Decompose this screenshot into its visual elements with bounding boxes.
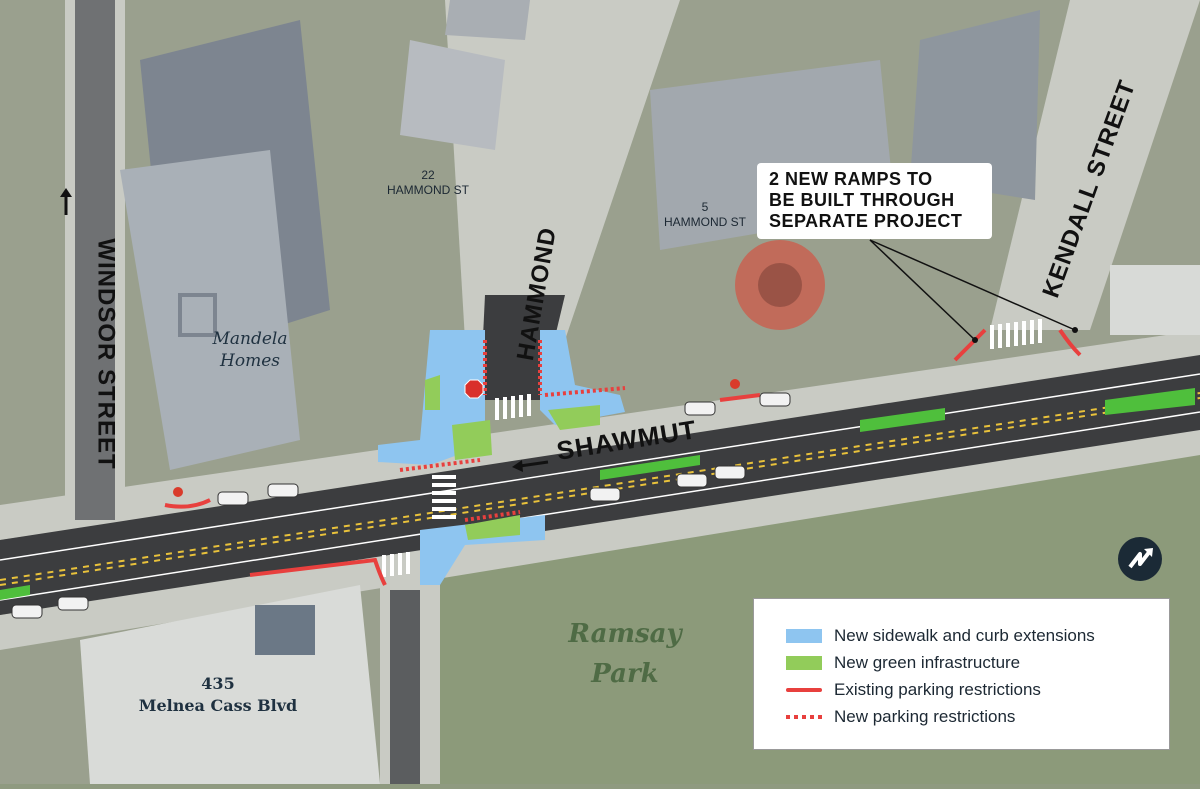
legend-item: New sidewalk and curb extensions — [786, 626, 1095, 646]
building-kendall — [910, 10, 1040, 200]
legend-label: New sidewalk and curb extensions — [834, 626, 1095, 645]
center-line — [0, 397, 1200, 586]
legend-item: New green infrastructure — [786, 653, 1020, 673]
legend: New sidewalk and curb extensions New gre… — [753, 598, 1170, 750]
address-street: HAMMOND ST — [387, 183, 469, 197]
center-line-2 — [0, 392, 1200, 581]
address-number: 5 — [701, 200, 709, 214]
legend-swatch-green — [786, 656, 822, 670]
windsor-street-label: WINDSOR STREET — [92, 238, 120, 470]
play-structure — [758, 263, 802, 307]
building-mandela-homes — [120, 150, 300, 470]
south-alley — [390, 590, 420, 784]
parking-restriction-south — [249, 557, 387, 586]
lane-line-south — [0, 411, 1200, 601]
north-sidewalk — [0, 330, 1200, 540]
callout-point-2 — [1072, 327, 1078, 333]
callout-line: SEPARATE PROJECT — [769, 211, 963, 231]
parking-restriction-hydrant — [719, 393, 761, 402]
new-parking-restriction-ne — [544, 386, 626, 397]
legend-item: New parking restrictions — [786, 707, 1015, 727]
arrow-up-icon — [60, 188, 72, 215]
crosswalk-hammond — [495, 394, 531, 420]
address-number: 22 — [421, 168, 435, 182]
kendall-sidewalk — [990, 0, 1200, 330]
fire-hydrant-icon — [730, 379, 740, 389]
place-line: Homes — [220, 351, 280, 371]
parking-restriction-windsor — [164, 498, 211, 509]
bike-lane-west — [0, 585, 30, 600]
park-line: Park — [591, 659, 659, 689]
building-east — [1110, 265, 1200, 335]
crosswalk-south — [382, 552, 410, 577]
green-infra-ne — [548, 405, 600, 430]
green-infra-nw — [452, 420, 492, 460]
legend-swatch-sidewalk — [786, 629, 822, 643]
lane-line-north — [0, 373, 1200, 561]
address-5-hammond: 5 HAMMOND ST — [660, 200, 750, 230]
callout-line: 2 NEW RAMPS TO — [769, 169, 933, 189]
ramps-callout: 2 NEW RAMPS TO BE BUILT THROUGH SEPARATE… — [757, 163, 992, 239]
new-parking-restriction-nw — [399, 458, 481, 472]
callout-point-1 — [972, 337, 978, 343]
legend-label: New green infrastructure — [834, 653, 1021, 672]
stop-sign-icon — [464, 379, 484, 399]
ramsay-park-label: Ramsay Park — [555, 614, 695, 694]
legend-label: New parking restrictions — [834, 707, 1016, 726]
solar-panels — [255, 605, 315, 655]
crosswalk-shawmut — [432, 475, 456, 519]
park-line: Ramsay — [568, 619, 682, 649]
roof-vent — [178, 293, 217, 337]
green-infra-sw — [465, 515, 520, 540]
south-sidewalk — [0, 420, 1200, 650]
legend-label: Existing parking restrictions — [834, 680, 1041, 699]
arrow-left-icon — [512, 460, 549, 472]
bike-lane-mid — [600, 455, 700, 480]
address-number: 435 — [201, 674, 235, 693]
parking-restriction-kendall-w — [953, 328, 987, 362]
callout-leader-1 — [869, 239, 976, 341]
mandela-homes-label: Mandela Homes — [200, 328, 300, 372]
crosswalk-kendall — [990, 319, 1042, 349]
building-north — [445, 0, 530, 40]
bike-lane-far-east — [1105, 388, 1195, 415]
curb-extension-ne — [540, 330, 625, 425]
hammond-sidewalk — [445, 0, 680, 340]
building-22-hammond — [400, 40, 505, 150]
bike-lane-east — [860, 408, 945, 432]
windsor-street-road — [75, 0, 115, 520]
north-arrow-icon — [1115, 534, 1165, 584]
address-22-hammond: 22 HAMMOND ST — [383, 168, 473, 198]
legend-swatch-existing-parking — [786, 688, 822, 692]
legend-item: Existing parking restrictions — [786, 680, 1041, 700]
callout-leader-2 — [869, 239, 1076, 331]
address-street: Melnea Cass Blvd — [138, 696, 298, 715]
callout-line: BE BUILT THROUGH — [769, 190, 955, 210]
legend-swatch-new-parking — [786, 715, 822, 719]
parked-cars — [11, 392, 791, 619]
fire-hydrant-icon — [173, 487, 183, 497]
green-infra-n — [425, 375, 440, 410]
place-line: Mandela — [212, 329, 288, 349]
parking-restriction-kendall-e — [1058, 328, 1082, 357]
address-435-melnea: 435 Melnea Cass Blvd — [133, 673, 303, 717]
address-street: HAMMOND ST — [664, 215, 746, 229]
